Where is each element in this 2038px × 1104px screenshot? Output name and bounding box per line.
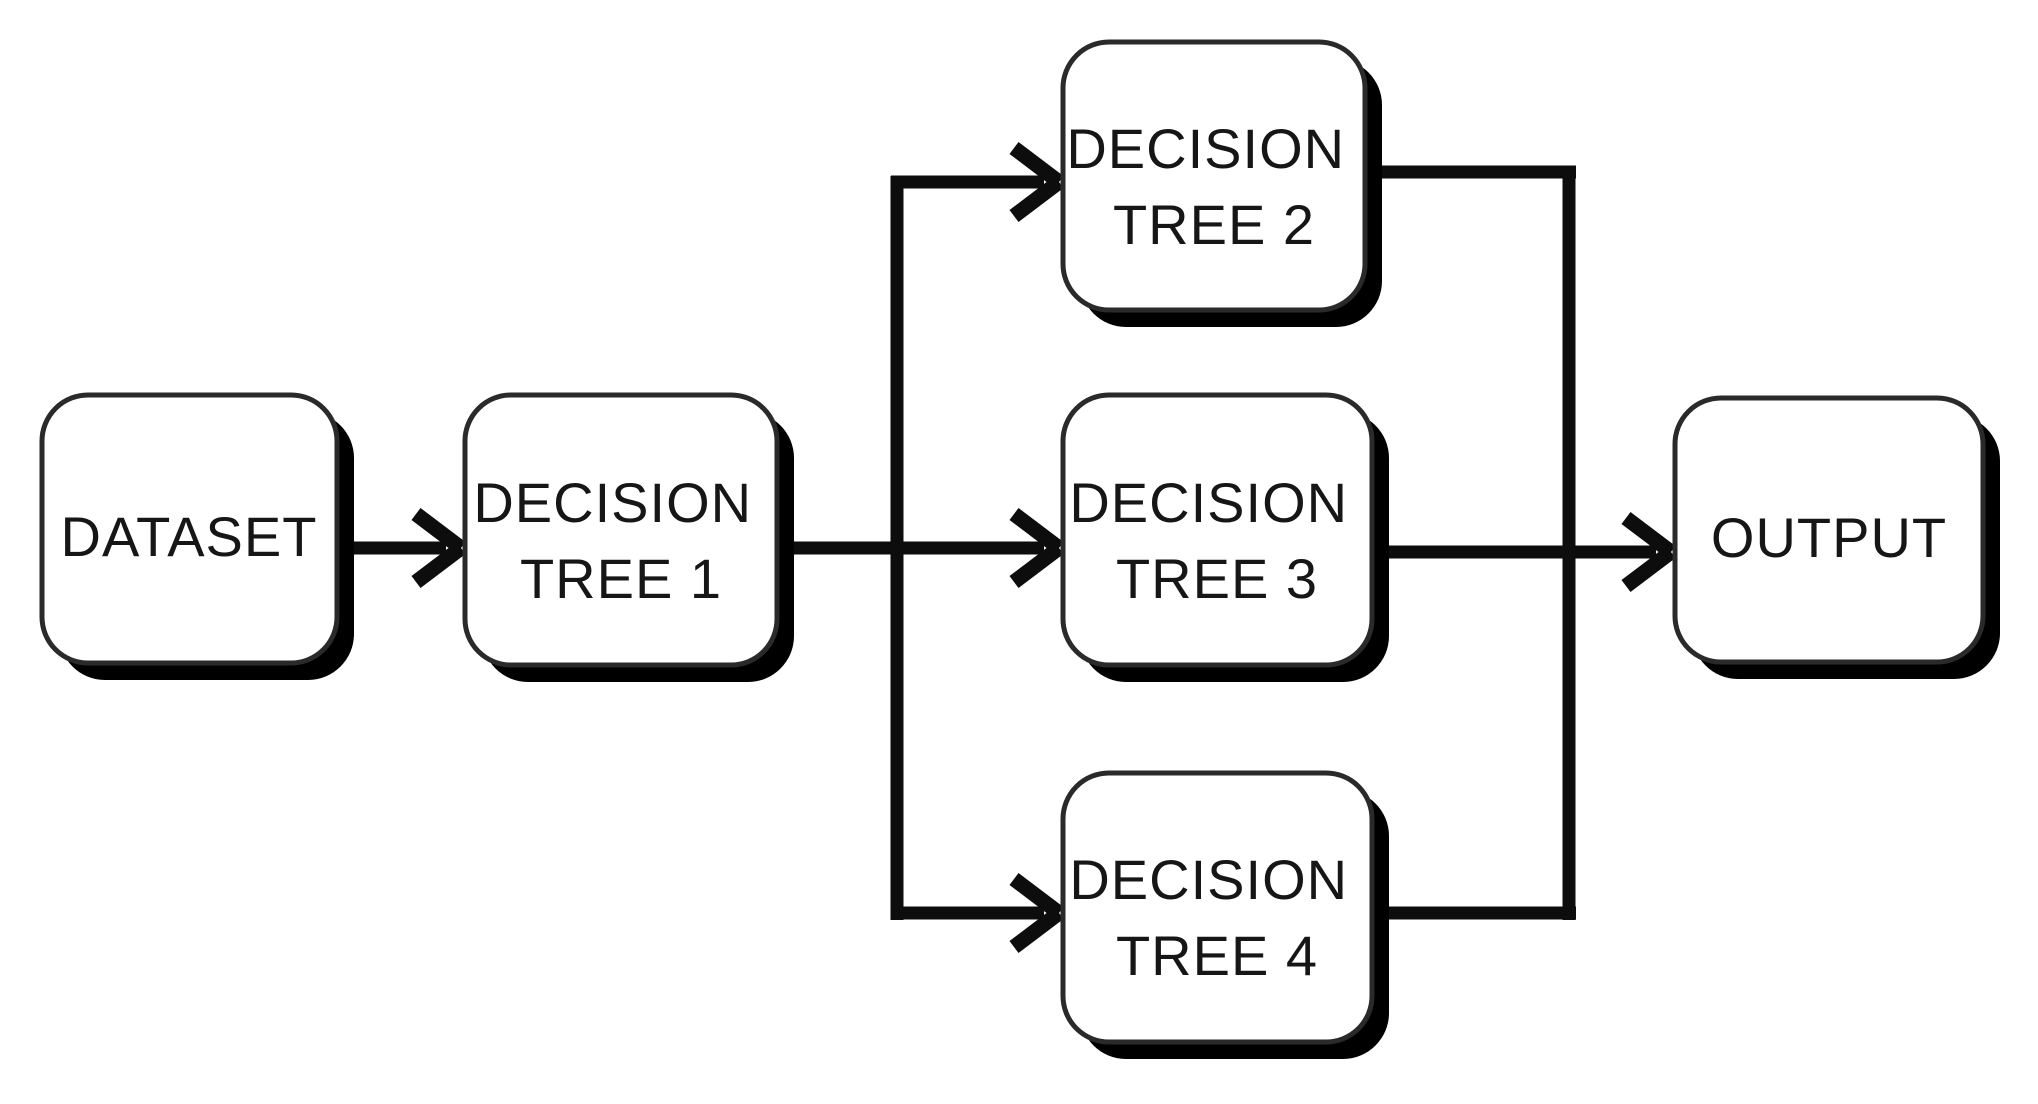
node-dataset-label: DATASET [61,505,318,568]
node-decision-tree-2-label: DECISION TREE 2 [1066,117,1361,256]
node-output-label: OUTPUT [1711,506,1947,569]
node-decision-tree-3-label: DECISION TREE 3 [1069,471,1364,610]
edge-tree1-tree4-arrowhead [1009,873,1064,953]
node-decision-tree-2: DECISION TREE 2 [1060,39,1382,327]
node-decision-tree-4-label: DECISION TREE 4 [1069,848,1364,987]
node-decision-tree-4: DECISION TREE 4 [1060,770,1389,1059]
node-decision-tree-1: DECISION TREE 1 [462,392,794,682]
node-output: OUTPUT [1672,395,2000,679]
edges [340,142,1676,953]
node-decision-tree-3: DECISION TREE 3 [1060,392,1389,682]
edge-tree3-output-arrowhead [1621,512,1676,592]
node-output-box [1672,395,1986,665]
node-decision-tree-4-box [1060,770,1375,1045]
node-decision-tree-2-box [1060,39,1368,313]
node-dataset-box [39,392,340,666]
edge-tree1-tree2-arrowhead [1009,142,1064,222]
node-decision-tree-1-box [462,392,780,668]
node-decision-tree-1-label: DECISION TREE 1 [473,471,768,610]
edge-tree1-tree3-arrowhead [1009,508,1064,588]
node-dataset: DATASET [39,392,354,680]
edge-dataset-tree1-arrowhead [411,508,466,588]
node-decision-tree-3-box [1060,392,1375,668]
